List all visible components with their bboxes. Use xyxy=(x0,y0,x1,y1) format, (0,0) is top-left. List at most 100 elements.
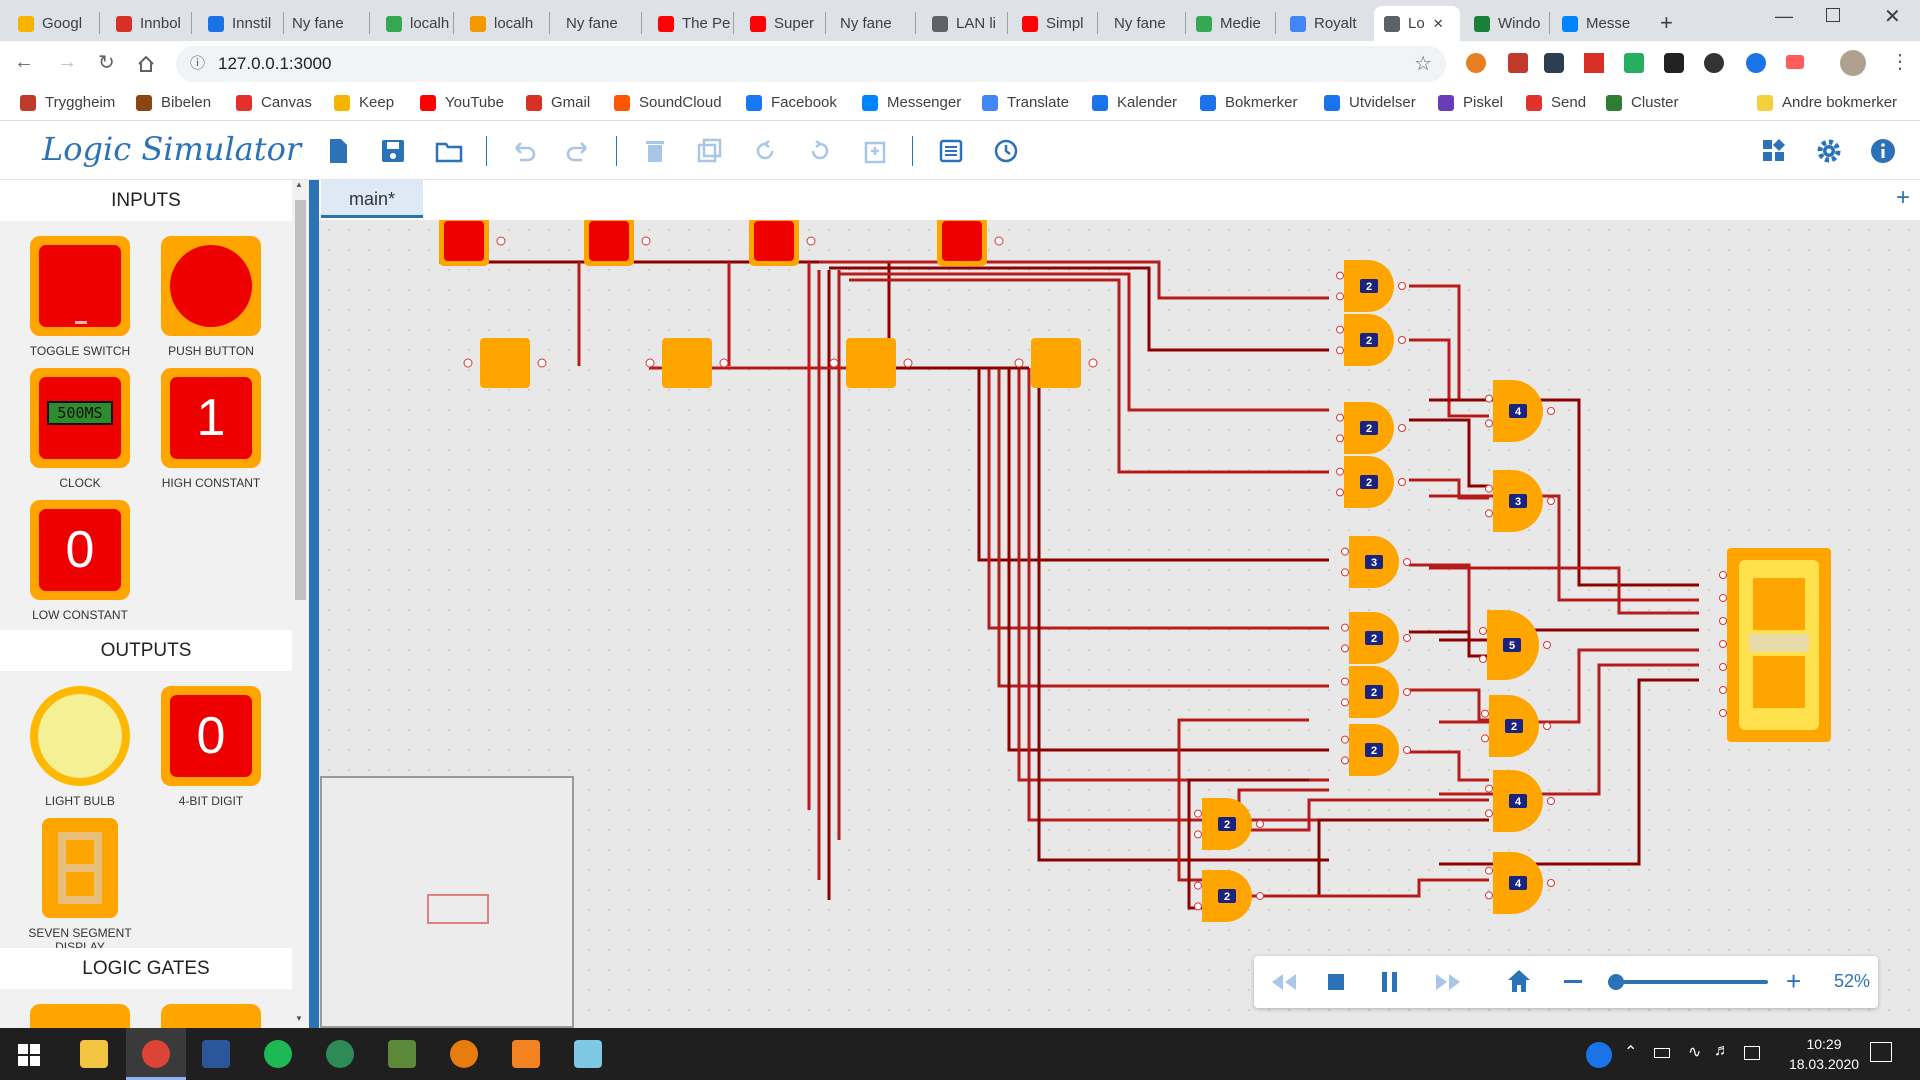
seven-segment-component[interactable] xyxy=(42,818,118,918)
bookmark-item[interactable]: Piskel xyxy=(1438,94,1503,111)
extension-icon[interactable] xyxy=(1584,53,1604,73)
sidebar-scrollbar[interactable]: ▲ ▼ xyxy=(292,180,309,1028)
browser-tab[interactable]: Ny fane xyxy=(1104,6,1184,41)
bookmark-item[interactable]: Send xyxy=(1526,94,1586,111)
dashboard-icon[interactable] xyxy=(1759,136,1789,166)
toggle-switch-component[interactable] xyxy=(30,236,130,336)
windows-start-icon[interactable] xyxy=(18,1044,40,1066)
copy-icon[interactable] xyxy=(694,136,724,166)
atom-icon[interactable] xyxy=(326,1040,354,1068)
undo-icon[interactable] xyxy=(508,136,538,166)
toggle-switch-face[interactable] xyxy=(942,221,982,261)
input-method-icon[interactable] xyxy=(1744,1046,1760,1060)
browser-tab[interactable]: localh xyxy=(460,6,548,41)
tab-main[interactable]: main* xyxy=(321,180,423,218)
low-constant-component[interactable]: 0 xyxy=(30,500,130,600)
minimize-button[interactable]: — xyxy=(1775,6,1793,26)
bookmark-item[interactable]: Tryggheim xyxy=(20,94,115,111)
bookmark-item[interactable]: Utvidelser xyxy=(1324,94,1416,111)
notifications-icon[interactable] xyxy=(1870,1042,1892,1062)
light-bulb-component[interactable] xyxy=(30,686,130,786)
browser-tab[interactable]: Ny fane xyxy=(556,6,640,41)
save-icon[interactable] xyxy=(378,136,408,166)
star-icon[interactable]: ☆ xyxy=(1414,53,1432,75)
browser-tab[interactable]: localh xyxy=(376,6,452,41)
add-circuit-tab-button[interactable]: + xyxy=(1895,184,1910,211)
zoom-in-button[interactable]: + xyxy=(1786,966,1802,996)
browser-tab[interactable]: Ny fane xyxy=(282,6,368,41)
app-icon[interactable] xyxy=(574,1040,602,1068)
browser-tab[interactable]: Simpl xyxy=(1012,6,1096,41)
high-constant-component[interactable]: 1 xyxy=(161,368,261,468)
help-icon[interactable] xyxy=(1586,1042,1612,1068)
minecraft-icon[interactable] xyxy=(388,1040,416,1068)
gate-component[interactable] xyxy=(30,1004,130,1028)
browser-tab[interactable]: Messe xyxy=(1552,6,1636,41)
extension-icon[interactable] xyxy=(1786,55,1804,69)
browser-tab[interactable]: Super xyxy=(740,6,824,41)
info-icon[interactable] xyxy=(1868,136,1898,166)
home-view-icon[interactable] xyxy=(1506,968,1532,994)
extension-icon[interactable] xyxy=(1624,53,1644,73)
redo-icon[interactable] xyxy=(564,136,594,166)
extension-icon[interactable] xyxy=(1746,53,1766,73)
sidebar-resize-handle[interactable] xyxy=(309,180,319,1028)
push-button-component[interactable] xyxy=(161,236,261,336)
not-gate[interactable] xyxy=(662,338,712,388)
bookmark-item[interactable]: SoundCloud xyxy=(614,94,722,111)
chrome-taskbar-item[interactable] xyxy=(126,1028,186,1080)
clock-time[interactable]: 10:29 xyxy=(1806,1036,1842,1052)
chevron-up-icon[interactable]: ⌃ xyxy=(1624,1044,1638,1061)
browser-tab[interactable]: Royalt xyxy=(1280,6,1364,41)
bookmark-item[interactable]: YouTube xyxy=(420,94,504,111)
word-icon[interactable] xyxy=(202,1040,230,1068)
clock-component[interactable]: 500MS xyxy=(30,368,130,468)
delete-icon[interactable] xyxy=(640,136,670,166)
extension-icon[interactable] xyxy=(1508,53,1528,73)
browser-tab[interactable]: Medie xyxy=(1186,6,1274,41)
blender-icon[interactable] xyxy=(450,1040,478,1068)
close-tab-icon[interactable]: ✕ xyxy=(1432,15,1444,31)
gate-component[interactable] xyxy=(161,1004,261,1028)
fl-studio-icon[interactable] xyxy=(512,1040,540,1068)
toggle-switch-face[interactable] xyxy=(589,221,629,261)
bookmark-item[interactable]: Translate xyxy=(982,94,1069,111)
battery-icon[interactable] xyxy=(1654,1048,1670,1058)
minimap-viewport[interactable] xyxy=(427,894,489,924)
not-gate[interactable] xyxy=(480,338,530,388)
zoom-slider-thumb[interactable] xyxy=(1608,974,1624,990)
minimap[interactable] xyxy=(320,776,574,1028)
rotate-counterclockwise-icon[interactable] xyxy=(805,136,835,166)
close-window-button[interactable]: ✕ xyxy=(1884,6,1901,28)
stop-icon[interactable] xyxy=(1326,972,1346,992)
other-bookmarks[interactable]: Andre bokmerker xyxy=(1757,94,1897,111)
browser-tab[interactable]: LAN li xyxy=(922,6,1006,41)
home-icon[interactable] xyxy=(136,54,156,74)
toggle-switch-face[interactable] xyxy=(754,221,794,261)
browser-tab[interactable]: Innbol xyxy=(106,6,190,41)
browser-tab[interactable]: Lo✕ xyxy=(1374,6,1460,41)
new-tab-button[interactable]: + xyxy=(1660,10,1673,35)
bookmark-item[interactable]: Kalender xyxy=(1092,94,1177,111)
extension-icon[interactable] xyxy=(1466,53,1486,73)
toggle-switch-face[interactable] xyxy=(444,221,484,261)
bookmark-item[interactable]: Facebook xyxy=(746,94,837,111)
pause-icon[interactable] xyxy=(1380,970,1400,994)
maximize-button[interactable] xyxy=(1826,8,1840,22)
spotify-icon[interactable] xyxy=(264,1040,292,1068)
bookmark-item[interactable]: Cluster xyxy=(1606,94,1679,111)
volume-icon[interactable]: ♬ xyxy=(1714,1042,1730,1059)
browser-tab[interactable]: Innstil xyxy=(198,6,282,41)
zoom-slider[interactable] xyxy=(1608,980,1768,984)
paste-icon[interactable] xyxy=(860,136,890,166)
profile-avatar[interactable] xyxy=(1840,50,1866,76)
menu-kebab-icon[interactable]: ⋮ xyxy=(1890,51,1910,73)
open-folder-icon[interactable] xyxy=(434,136,464,166)
address-bar[interactable]: ⓘ 127.0.0.1:3000 ☆ xyxy=(176,46,1446,82)
browser-tab[interactable]: The Pe xyxy=(648,6,732,41)
4-bit-digit-component[interactable]: 0 xyxy=(161,686,261,786)
fast-forward-icon[interactable] xyxy=(1434,972,1462,992)
reload-icon[interactable]: ↻ xyxy=(98,52,115,74)
rotate-clockwise-icon[interactable] xyxy=(750,136,780,166)
